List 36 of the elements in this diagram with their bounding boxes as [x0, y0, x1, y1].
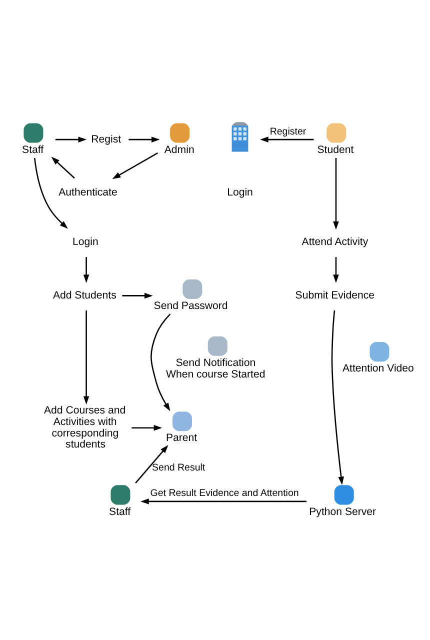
arrow	[128, 136, 160, 142]
arrow	[51, 156, 75, 178]
arrow	[331, 310, 344, 484]
node-text: Attend Activity	[302, 236, 368, 248]
arrow	[333, 256, 339, 282]
node-text: Regist	[91, 132, 122, 145]
node-text: Add Courses and Activities with corresponding students	[44, 404, 126, 450]
arrow	[112, 152, 158, 179]
node-label: Send Notification When course Started	[166, 356, 266, 380]
edge-label: Register	[270, 126, 306, 137]
edge-label: Send Result	[152, 462, 206, 474]
arrow	[150, 313, 171, 411]
label: Login	[227, 186, 253, 198]
arrow	[83, 256, 90, 282]
arrow	[122, 292, 153, 298]
node-label: Admin	[164, 143, 194, 156]
node-label: Parent	[166, 432, 198, 444]
node-text: Submit Evidence	[295, 288, 375, 301]
arrow	[132, 424, 162, 430]
arrow	[140, 498, 306, 504]
arrow	[34, 157, 68, 228]
arrow	[333, 158, 339, 230]
arrow	[83, 310, 90, 404]
arrow	[135, 444, 168, 483]
node-label: Python Server	[309, 505, 376, 518]
node-label: Student	[317, 143, 354, 156]
arrow	[260, 136, 314, 142]
node-label: Send Password	[154, 300, 228, 312]
edge-label: Get Result Evidence and Attention	[150, 488, 299, 499]
arrow	[55, 136, 87, 142]
node-text: Login	[72, 236, 98, 248]
node-text: Add Students	[52, 288, 116, 301]
node-text: Authenticate	[58, 186, 118, 198]
node-label: Staff	[22, 143, 44, 156]
node-label: Staff	[109, 505, 131, 518]
node-label: Attention Video	[342, 362, 414, 374]
